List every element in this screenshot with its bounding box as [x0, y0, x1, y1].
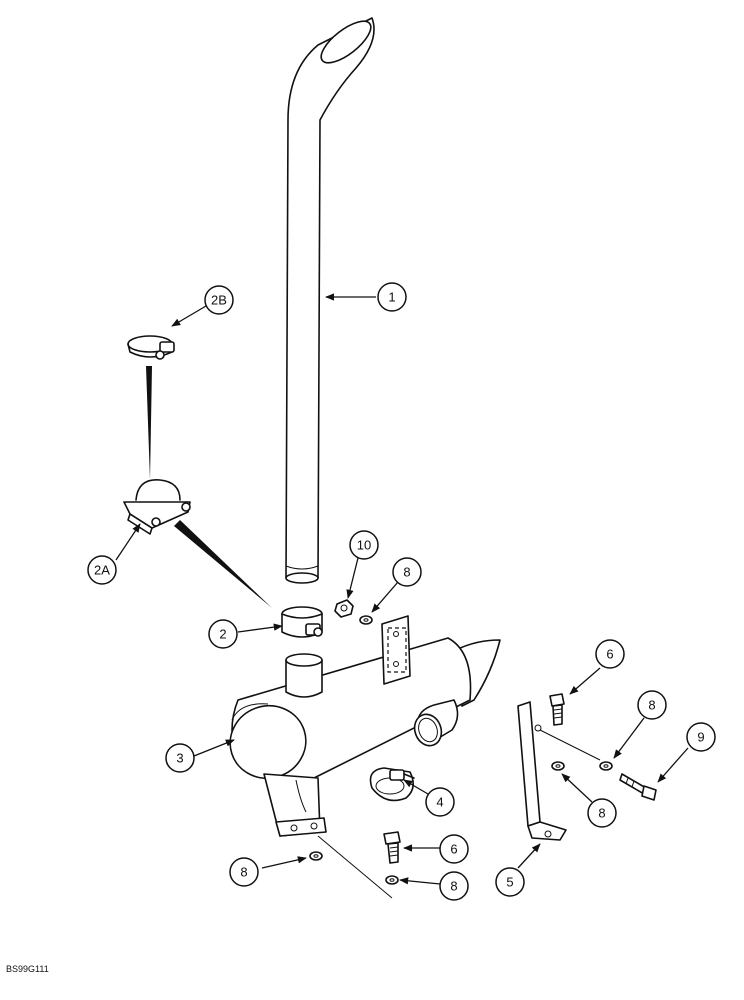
nut-10 [334, 599, 354, 618]
svg-text:5: 5 [506, 875, 513, 890]
svg-text:8: 8 [648, 698, 655, 713]
washer-8-lower-center [385, 875, 399, 885]
callout-9: 9 [686, 722, 716, 752]
callout-8-bracket: 8 [587, 798, 617, 828]
svg-text:8: 8 [403, 565, 410, 580]
svg-text:6: 6 [450, 842, 457, 857]
callout-8-right: 8 [637, 690, 667, 720]
svg-text:2B: 2B [211, 293, 227, 308]
exhaust-stack-pipe [285, 17, 375, 584]
svg-text:4: 4 [436, 795, 443, 810]
svg-text:10: 10 [357, 538, 371, 553]
washer-8-lower-left [309, 851, 323, 861]
callout-2a: 2A [87, 555, 117, 585]
washer-8-bracket [551, 761, 565, 771]
bolt-6-lower [383, 831, 401, 864]
svg-text:8: 8 [240, 865, 247, 880]
muffler-3 [229, 615, 501, 837]
callout-8-top: 8 [392, 557, 422, 587]
svg-text:2A: 2A [94, 563, 110, 578]
bolt-6-upper [549, 693, 565, 726]
callout-8-lower-right: 8 [439, 871, 469, 901]
washer-8-right [599, 761, 613, 771]
callout-8-lower-left: 8 [229, 857, 259, 887]
callout-6-upper: 6 [595, 639, 625, 669]
connector-wedge-2b-2a [146, 366, 152, 480]
svg-text:8: 8 [450, 879, 457, 894]
callout-6-lower: 6 [439, 834, 469, 864]
callout-5: 5 [495, 867, 525, 897]
svg-text:9: 9 [697, 730, 704, 745]
svg-text:1: 1 [388, 290, 395, 305]
svg-text:6: 6 [606, 647, 613, 662]
connector-wedge-2a-2 [174, 520, 272, 608]
figure-code: BS99G111 [6, 964, 49, 974]
svg-text:8: 8 [598, 806, 605, 821]
washer-8-top [359, 615, 373, 625]
callout-4: 4 [425, 787, 455, 817]
assembly-line-lower [317, 835, 393, 899]
leader-lines [115, 293, 689, 885]
svg-text:3: 3 [176, 751, 183, 766]
callout-2: 2 [208, 619, 238, 649]
svg-text:2: 2 [219, 627, 226, 642]
clamp-2b [127, 335, 175, 360]
bolt-9 [619, 773, 657, 801]
support-bracket-5 [517, 701, 601, 841]
callout-10: 10 [349, 530, 379, 560]
callout-3: 3 [165, 743, 195, 773]
callout-1: 1 [377, 282, 407, 312]
callout-2b: 2B [204, 285, 234, 315]
clamp-2a [123, 479, 191, 535]
band-clamp-2 [281, 606, 323, 638]
hose-clamp-4 [369, 767, 415, 802]
